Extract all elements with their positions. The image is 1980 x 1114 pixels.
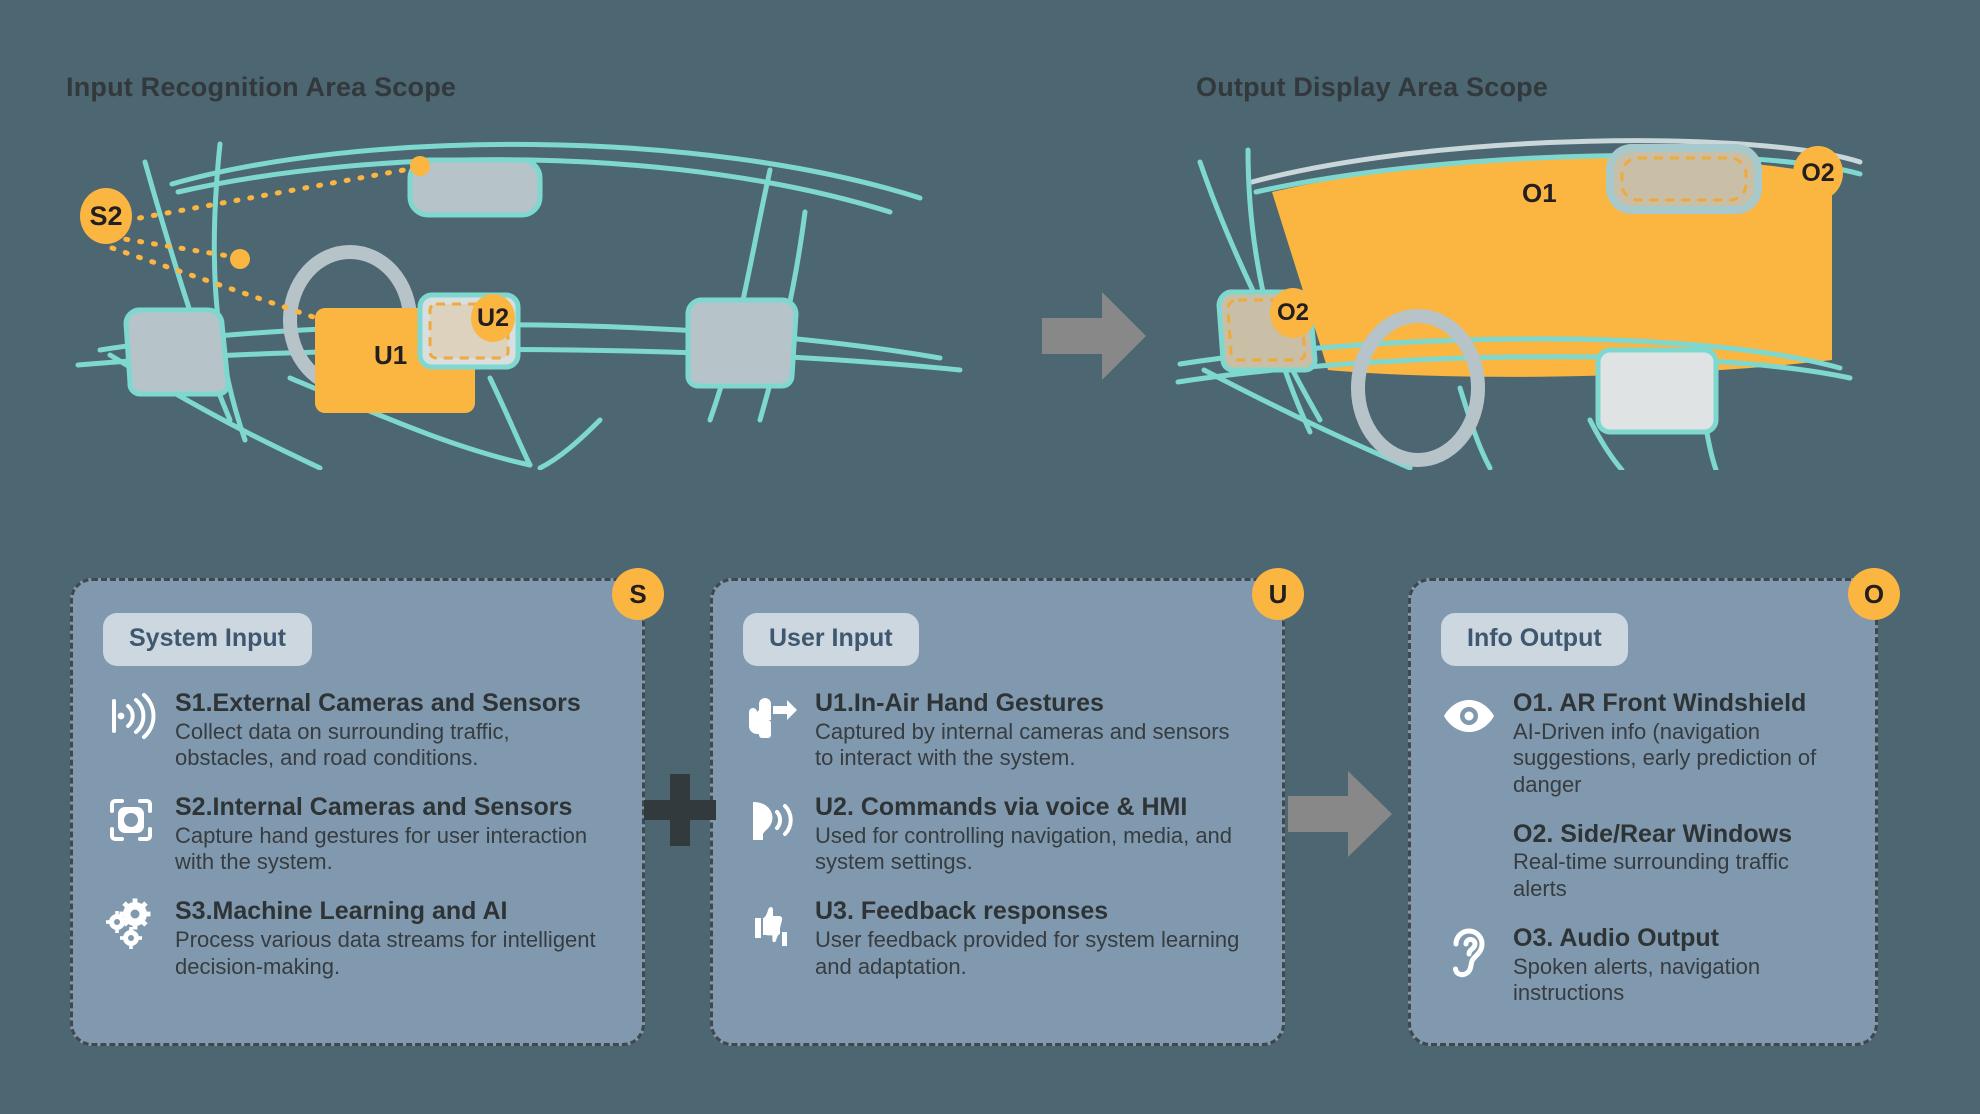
input-scope-title: Input Recognition Area Scope: [66, 72, 457, 102]
card-user-input[interactable]: User Input U1.In-Air Hand Gestures Captu…: [710, 578, 1285, 1046]
roof-line: [169, 141, 923, 201]
sensor-ray-wheel: [109, 245, 393, 355]
list-item-o3[interactable]: O3. Audio Output Spoken alerts, navigati…: [1441, 923, 1845, 1007]
sensor-node-pillar: [230, 249, 250, 269]
card-system-input[interactable]: System Input S1.External Cameras and Sen…: [70, 578, 645, 1046]
list-item-s2-text: S2.Internal Cameras and Sensors Capture …: [175, 792, 612, 876]
input-car-interior-diagram: [75, 141, 963, 470]
list-item-u1-title: U1.In-Air Hand Gestures: [815, 689, 1104, 717]
card-badge-user: U: [1252, 568, 1304, 620]
list-item-s3[interactable]: S3.Machine Learning and AI Process vario…: [103, 896, 612, 980]
label-o1: O1: [1522, 178, 1557, 208]
list-item-u3-title: U3. Feedback responses: [815, 897, 1109, 926]
card-title-output: Info Output: [1441, 613, 1628, 666]
list-item-u2-title: U2. Commands via voice & HMI: [815, 793, 1188, 822]
output-car-interior-diagram: [1175, 138, 1863, 470]
list-item-s1[interactable]: S1.External Cameras and Sensors Collect …: [103, 688, 612, 772]
thumbs-feedback-icon: [743, 896, 799, 952]
camera-frame-icon: [103, 792, 159, 848]
list-item-u1-text: U1.In-Air Hand Gestures Captured by inte…: [815, 688, 1252, 772]
label-o2-rear-badge: O2: [1793, 146, 1843, 200]
o2-rear-mirror: [1606, 144, 1762, 214]
card-info-output[interactable]: Info Output O1. AR Front Windshield AI-D…: [1408, 578, 1878, 1046]
a-pillar-inner: [211, 141, 248, 443]
card-badge-system: S: [612, 568, 664, 620]
eye-icon: [1441, 688, 1497, 744]
sensor-node-dash: [388, 345, 408, 365]
console-right: [537, 417, 603, 470]
floor-line-out: [1201, 367, 1413, 470]
rearview-mirror: [407, 157, 543, 218]
card-title-user: User Input: [743, 613, 919, 666]
scene-transition-arrow-icon: [1042, 292, 1146, 380]
cards-transition-arrow-icon: [1288, 771, 1392, 857]
list-item-o1-text: O1. AR Front Windshield AI-Driven info (…: [1513, 688, 1845, 799]
list-item-u2[interactable]: U2. Commands via voice & HMI Used for co…: [743, 792, 1252, 876]
list-item-o2[interactable]: O2. Side/Rear Windows Real-time surround…: [1441, 819, 1845, 903]
label-o2-side-badge: O2: [1270, 288, 1316, 338]
list-item-s2[interactable]: S2.Internal Cameras and Sensors Capture …: [103, 792, 612, 876]
left-window-panel: [123, 307, 231, 397]
voice-speak-icon: [743, 792, 799, 848]
list-item-u2-text: U2. Commands via voice & HMI Used for co…: [815, 792, 1252, 876]
o2-left-window-dash: [1226, 298, 1307, 362]
list-item-o1[interactable]: O1. AR Front Windshield AI-Driven info (…: [1441, 688, 1845, 799]
gears-icon: [103, 896, 159, 952]
list-item-o1-desc: AI-Driven info (navigation suggestions, …: [1513, 718, 1817, 798]
list-item-s1-text: S1.External Cameras and Sensors Collect …: [175, 688, 612, 772]
list-item-o2-desc: Real-time surrounding traffic alerts: [1513, 849, 1789, 902]
o2-rear-mirror-dash: [1620, 156, 1748, 202]
hand-swipe-icon: [743, 688, 799, 744]
list-item-o3-title: O3. Audio Output: [1513, 924, 1719, 953]
label-u2-badge: U2: [471, 294, 515, 342]
list-item-u1-desc: Captured by internal cameras and sensors…: [815, 718, 1230, 771]
card-title-system: System Input: [103, 613, 312, 666]
list-item-s1-desc: Collect data on surrounding traffic, obs…: [175, 718, 510, 771]
list-item-s1-title: S1.External Cameras and Sensors: [175, 689, 581, 717]
list-item-u3[interactable]: U3. Feedback responses User feedback pro…: [743, 896, 1252, 980]
list-item-o2-text: O2. Side/Rear Windows Real-time surround…: [1513, 819, 1845, 903]
steering-wheel-out: [1351, 309, 1485, 467]
label-u1: U1: [374, 340, 408, 370]
list-item-o3-text: O3. Audio Output Spoken alerts, navigati…: [1513, 923, 1845, 1007]
output-scope-title: Output Display Area Scope: [1196, 72, 1549, 102]
sensor-node-mirror: [410, 156, 430, 176]
o2-icon-placeholder: [1441, 819, 1497, 875]
list-item-s3-title: S3.Machine Learning and AI: [175, 897, 508, 926]
plus-icon: [644, 774, 716, 846]
list-item-u1[interactable]: U1.In-Air Hand Gestures Captured by inte…: [743, 688, 1252, 772]
list-item-u3-text: U3. Feedback responses User feedback pro…: [815, 896, 1252, 980]
list-item-o3-desc: Spoken alerts, navigation instructions: [1513, 953, 1761, 1006]
list-item-u2-desc: Used for controlling navigation, media, …: [815, 822, 1233, 875]
list-item-u3-desc: User feedback provided for system learni…: [815, 926, 1240, 979]
list-item-s2-title: S2.Internal Cameras and Sensors: [175, 793, 573, 822]
list-item-o2-title: O2. Side/Rear Windows: [1513, 819, 1793, 848]
console-line: [487, 375, 533, 468]
center-display: [1595, 347, 1719, 435]
ear-icon: [1441, 923, 1497, 979]
list-item-o1-title: O1. AR Front Windshield: [1513, 689, 1807, 717]
label-s2-badge: S2: [80, 188, 132, 244]
right-window-panel: [685, 297, 799, 389]
list-item-s3-desc: Process various data streams for intelli…: [175, 926, 596, 979]
list-item-s3-text: S3.Machine Learning and AI Process vario…: [175, 896, 612, 980]
console-left-out: [1457, 385, 1493, 470]
sensor-wave-icon: [103, 688, 159, 744]
list-item-s2-desc: Capture hand gestures for user interacti…: [175, 822, 588, 875]
display-leg-left: [1587, 417, 1625, 470]
card-badge-output: O: [1848, 568, 1900, 620]
sensor-ray-mirror: [109, 165, 418, 226]
